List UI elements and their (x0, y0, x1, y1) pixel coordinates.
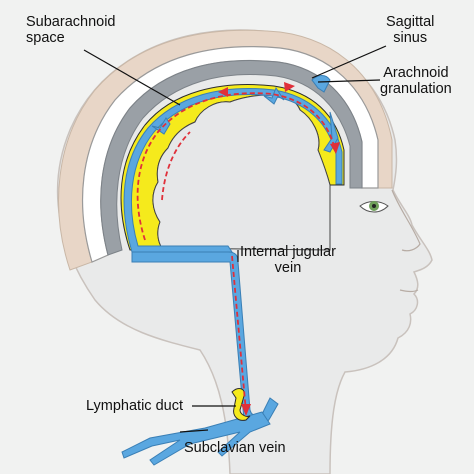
label-sagittal-line2: sinus (393, 30, 428, 46)
subclavian-vein (121, 411, 271, 466)
label-subclavian-vein: Subclavian vein (184, 440, 286, 456)
label-arachnoid-line2: granulation (380, 81, 452, 97)
label-subarachnoid-line1: Subarachnoid (26, 14, 116, 30)
lymphatic-duct (231, 388, 251, 421)
label-arachnoid-granulation: Arachnoid granulation (380, 65, 452, 97)
label-internal-jugular-vein: Internal jugular vein (240, 244, 336, 276)
label-sagittal-line1: Sagittal (386, 14, 435, 30)
label-lymphatic-duct: Lymphatic duct (86, 398, 183, 414)
label-jugular-line2: vein (274, 260, 302, 276)
dura-layer (100, 60, 363, 256)
eye (359, 201, 389, 213)
csf-flow-arrows (136, 92, 335, 413)
venous-channel (123, 88, 343, 253)
label-arachnoid-line1: Arachnoid (383, 65, 449, 81)
arrowheads (218, 82, 340, 416)
label-subarachnoid-line2: space (26, 30, 65, 46)
label-sagittal-sinus: Sagittal sinus (386, 14, 434, 46)
label-jugular-line1: Internal jugular (240, 244, 336, 260)
mouth-line (399, 289, 419, 293)
arachnoid-granulation (151, 75, 339, 153)
nose-line (391, 189, 421, 252)
leader-lines (83, 45, 387, 433)
label-subarachnoid-space: Subarachnoid space (26, 14, 116, 46)
brain-surface (152, 93, 331, 251)
